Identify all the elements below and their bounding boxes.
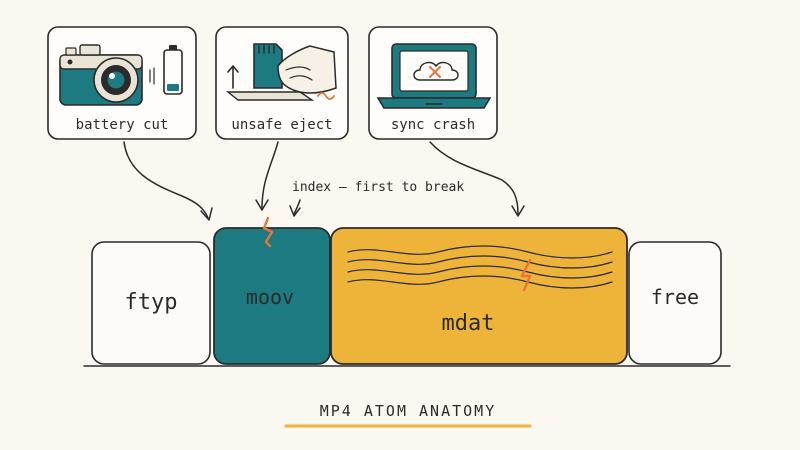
atom-mdat: mdat	[330, 227, 628, 365]
arrow-sync-to-mdat	[429, 141, 525, 217]
atom-label-free: free	[651, 285, 699, 309]
scenario-label-unsafe-eject: unsafe eject	[231, 117, 332, 133]
arrow-annotation-to-moov	[289, 199, 301, 217]
laptop-cloud-error-icon	[376, 43, 492, 109]
scenario-card-unsafe-eject: unsafe eject	[215, 26, 349, 140]
mdat-data-waves	[347, 245, 613, 289]
arrow-battery-to-ftyp	[123, 141, 213, 221]
sd-card-eject-icon	[226, 43, 337, 101]
atom-label-ftyp: ftyp	[125, 290, 178, 315]
atom-moov: moov	[213, 216, 331, 365]
scenario-card-sync-crash: sync crash	[368, 26, 498, 140]
scenario-card-battery-cut: battery cut	[47, 26, 197, 140]
camera-with-low-battery-icon	[59, 44, 183, 106]
atom-free: free	[628, 241, 722, 365]
scenario-label-sync-crash: sync crash	[391, 117, 475, 133]
diagram-title: MP4 ATOM ANATOMY	[320, 402, 497, 420]
scenario-label-battery-cut: battery cut	[76, 117, 169, 133]
atom-label-mdat: mdat	[442, 311, 495, 336]
moov-crack-icon	[262, 216, 274, 248]
arrow-eject-to-moov	[255, 141, 279, 211]
atom-ftyp: ftyp	[91, 241, 211, 365]
mdat-lightning-icon	[520, 258, 532, 292]
moov-annotation: index — first to break	[292, 180, 464, 195]
atom-label-moov: moov	[246, 285, 294, 309]
